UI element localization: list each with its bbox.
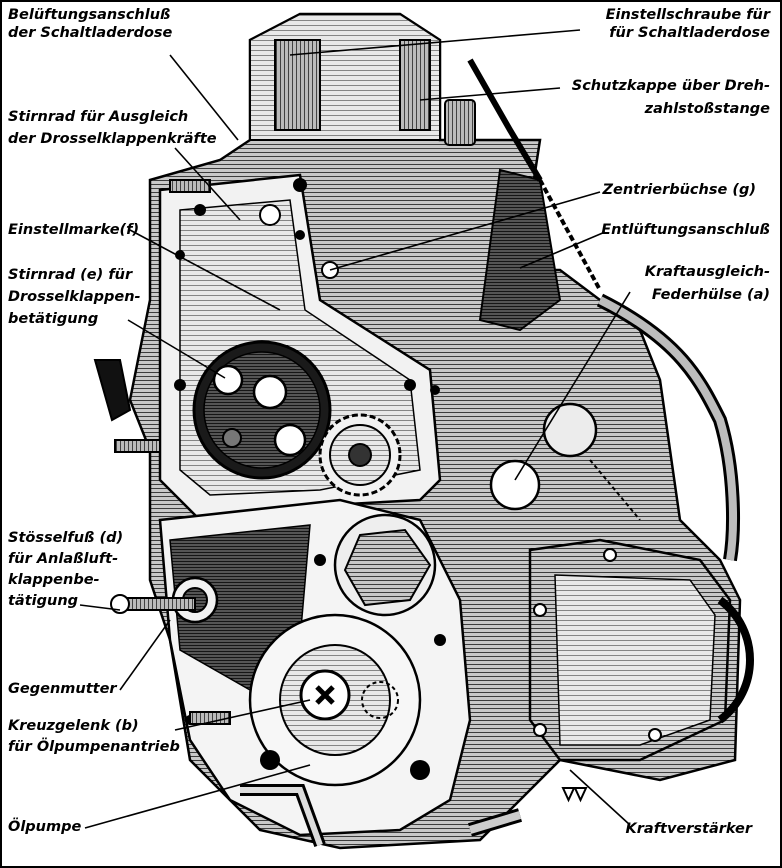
leader-gegenmutter xyxy=(119,619,171,691)
leader-zentrierbuchse xyxy=(329,191,601,271)
label-stirnrad-ausgleich: Stirnrad für Ausgleich der Drosselklappe… xyxy=(8,109,217,147)
leader-stosselfuss xyxy=(79,604,121,611)
label-einstellschraube: Einstellschraube für für Schaltladerdose xyxy=(605,7,770,41)
label-olpumpe: Ölpumpe xyxy=(8,819,82,835)
label-kraftausgleich: Kraftausgleich- Federhülse (a) xyxy=(644,264,770,303)
label-stirnrad-e: Stirnrad (e) für Drosselklappen- betätig… xyxy=(8,267,141,327)
leader-kraftausgleich xyxy=(514,291,631,481)
tappet-assembly xyxy=(93,359,219,624)
hex-nut xyxy=(333,513,437,617)
oil-pump-flange xyxy=(248,613,422,787)
label-beluftungsanschluss: Belüftungsanschluß der Schaltladerdose xyxy=(8,7,173,41)
leader-einstellschraube xyxy=(289,29,581,56)
label-zentrierbuchse: Zentrierbüchse (g) xyxy=(602,182,756,198)
leader-schutzkappe xyxy=(419,87,561,101)
label-kreuzgelenk: Kreuzgelenk (b) für Ölpumpenantrieb xyxy=(8,718,180,755)
leader-beluftung xyxy=(169,54,239,141)
label-kraftverstarker: Kraftverstärker xyxy=(625,821,752,837)
leader-stirnrad-ausgleich xyxy=(174,147,241,221)
bolt-holes xyxy=(174,178,662,780)
leader-kreuzgelenk xyxy=(174,699,311,731)
spring-sleeve xyxy=(489,402,641,521)
triangle-mark xyxy=(561,787,588,803)
leader-olpumpe xyxy=(84,764,311,829)
leader-kraftverstarker xyxy=(569,769,631,826)
hydraulic-hose xyxy=(467,58,754,724)
leader-stirnrad-e xyxy=(127,319,226,379)
small-spur-gear xyxy=(318,413,402,497)
label-einstellmarke: Einstellmarke(f) xyxy=(8,222,140,238)
label-stosselfuss: Stösselfuß (d) für Anlaßluft- klappenbe-… xyxy=(8,530,124,609)
oil-pipes xyxy=(169,179,523,848)
drive-gear xyxy=(192,340,332,480)
label-schutzkappe: Schutzkappe über Dreh- zahlstoßstange xyxy=(571,78,770,117)
leader-einstellmarke xyxy=(129,229,281,311)
leader-entluftung xyxy=(519,231,606,269)
label-entluftungsanschluss: Entlüftungsanschluß xyxy=(601,222,770,238)
leader-lines xyxy=(79,29,631,829)
label-gegenmutter: Gegenmutter xyxy=(8,681,117,697)
